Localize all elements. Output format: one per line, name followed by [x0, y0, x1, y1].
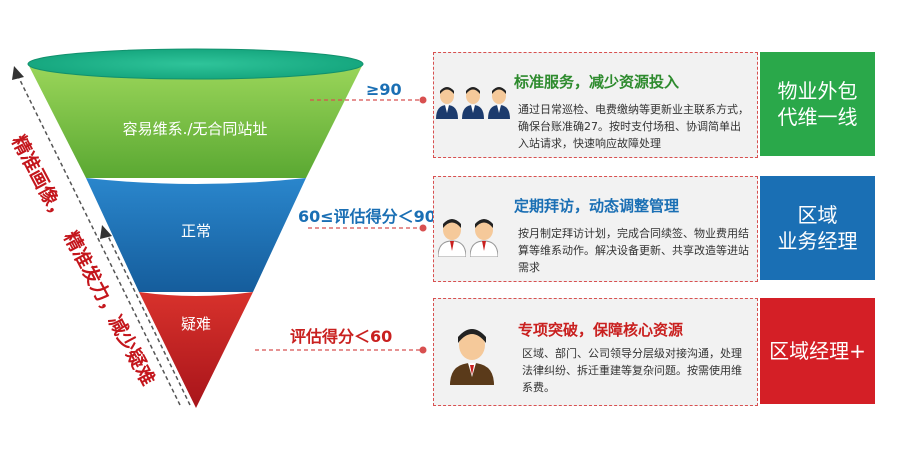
tier-box-regular: 定期拜访，动态调整管理 按月制定拜访计划，完成合同续签、物业费用结算等维系动作。…: [433, 176, 758, 282]
role-line: 区域: [797, 203, 838, 227]
tier-box-difficult: 专项突破，保障核心资源 区域、部门、公司领导分层级对接沟通，处理法律纠纷、拆迁重…: [433, 298, 758, 406]
tier-title: 专项突破，保障核心资源: [518, 321, 684, 339]
tier-title: 定期拜访，动态调整管理: [514, 197, 680, 215]
tier-box-standard: 标准服务，减少资源投入 通过日常巡检、电费缴纳等更新业主联系方式，确保台账准确2…: [433, 52, 758, 158]
score-label-low: 评估得分＜60: [290, 327, 393, 346]
tier-description: 区域、部门、公司领导分层级对接沟通，处理法律纠纷、拆迁重建等复杂问题。按需使用维…: [522, 347, 742, 394]
role-line: 代维一线: [777, 105, 858, 129]
funnel-level-top: [28, 64, 363, 178]
funnel-level-mid: [86, 178, 306, 292]
funnel-level-mid-label: 正常: [180, 222, 211, 240]
role-badge-outsourced: 物业外包代维一线: [760, 52, 875, 156]
role-badge-area-manager: 区域业务经理: [760, 176, 875, 280]
funnel-level-bottom: [139, 292, 253, 408]
person-icon: [462, 87, 484, 119]
person-icon: [436, 87, 458, 119]
funnel-level-top-label: 容易维系./无合同站址: [122, 120, 268, 138]
arrow-icon: [100, 225, 112, 239]
score-label-mid: 60≤评估得分＜90: [298, 207, 436, 226]
score-label-high: ≥90: [366, 80, 402, 99]
avatar-group: [436, 85, 510, 119]
avatar-group: [438, 217, 498, 257]
person-icon: [470, 219, 498, 257]
tier-title: 标准服务，减少资源投入: [514, 73, 680, 91]
person-icon: [438, 219, 466, 257]
role-line: 区域经理+: [769, 339, 866, 363]
role-line: 物业外包: [777, 79, 858, 103]
arrow-icon: [12, 66, 24, 80]
role-badge-regional-manager: 区域经理+: [760, 298, 875, 404]
avatar-group: [450, 327, 494, 385]
funnel-rim: [27, 48, 364, 80]
funnel-level-bottom-label: 疑难: [180, 315, 211, 333]
tier-description: 通过日常巡检、电费缴纳等更新业主联系方式，确保台账准确27。按时支付场租、协调简…: [518, 103, 749, 150]
person-icon: [450, 329, 494, 385]
person-icon: [488, 87, 510, 119]
role-line: 业务经理: [777, 229, 858, 253]
tier-description: 按月制定拜访计划，完成合同续签、物业费用结算等维系动作。解决设备更新、共享改造等…: [518, 227, 749, 274]
